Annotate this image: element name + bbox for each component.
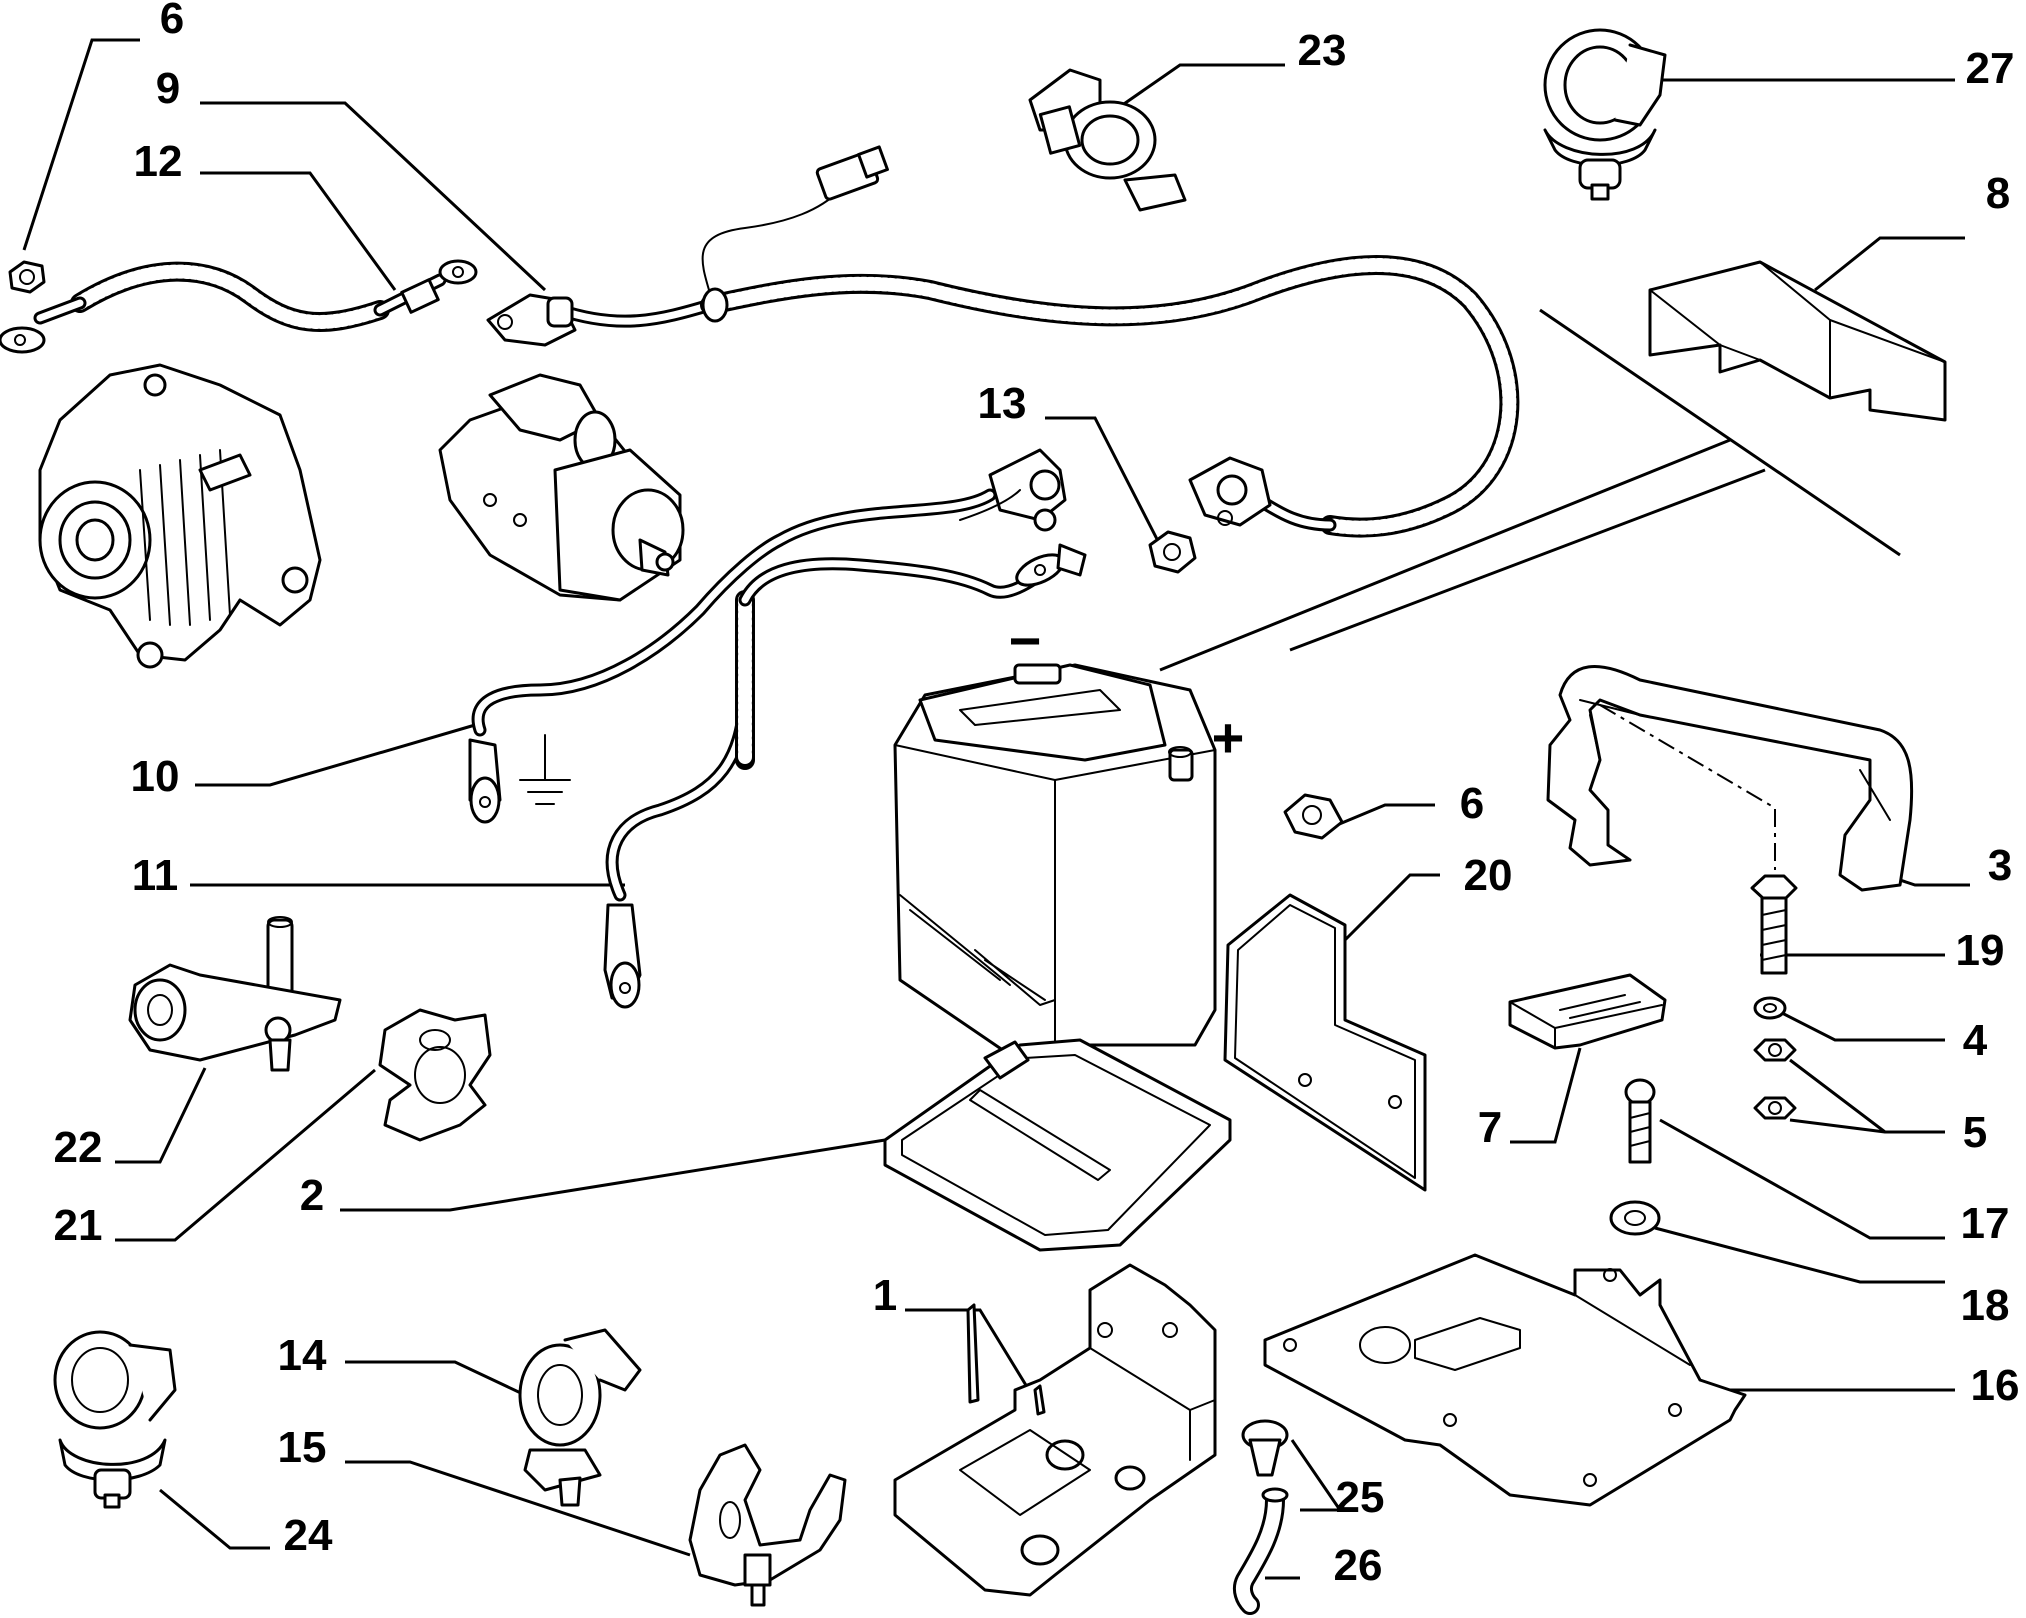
cable-clip-27 (1543, 28, 1667, 201)
leader-25 (1290, 1439, 1343, 1512)
assembly-line-b (1159, 438, 1731, 672)
callout-19: 19 (1956, 926, 2005, 975)
callout-17: 17 (1961, 1199, 2010, 1248)
leader-14 (345, 1360, 526, 1397)
cable-clip-14 (518, 1328, 642, 1507)
leader-1 (905, 1308, 1037, 1401)
cable-clip-23 (1028, 68, 1187, 212)
leader-24 (159, 1488, 270, 1550)
callout-13: 13 (978, 379, 1027, 428)
cable-clip-15 (688, 1443, 847, 1607)
leader-7 (1510, 1047, 1582, 1144)
nut-top (8, 260, 46, 294)
leader-2 (340, 1138, 886, 1212)
leader-6-top (22, 38, 140, 251)
insulation-sheet (1223, 893, 1427, 1192)
leader-5 (1789, 1058, 1945, 1134)
grommet-18 (1609, 1200, 1661, 1236)
ground-cable (468, 448, 1067, 824)
alternator (38, 363, 322, 669)
nut-mid (1283, 793, 1344, 840)
short-ground-cable (0, 259, 478, 354)
support-base-plate (1263, 1253, 1747, 1507)
callout-24: 24 (284, 1511, 333, 1560)
leader-15 (345, 1460, 691, 1557)
callout-14: 14 (278, 1331, 327, 1380)
callout-6-top: 6 (160, 0, 184, 43)
assembly-line-c (1289, 468, 1766, 652)
hold-down-clamp (1546, 665, 1914, 892)
leader-13 (1045, 416, 1162, 546)
battery-terminal-cover (1648, 260, 1947, 422)
leader-22 (115, 1067, 207, 1164)
positive-cable (603, 543, 1087, 1009)
callout-20: 20 (1464, 851, 1513, 900)
leader-9 (200, 101, 547, 292)
callout-23: 23 (1298, 26, 1347, 75)
leader-6-mid (1324, 803, 1435, 832)
callout-2: 2 (300, 1171, 324, 1220)
callout-25: 25 (1336, 1473, 1385, 1522)
callout-8: 8 (1986, 169, 2010, 218)
callout-4: 4 (1963, 1016, 1988, 1065)
assembly-line-a (1539, 308, 1901, 557)
leader-8 (1814, 236, 1965, 292)
battery (893, 663, 1217, 1057)
ground-symbol (519, 734, 571, 805)
leader-lines (22, 38, 1970, 1580)
callout-9: 9 (156, 64, 180, 113)
battery-support-bracket (893, 1263, 1217, 1597)
battery-negative-sign: − (1009, 609, 1042, 672)
starter-motor (438, 373, 685, 602)
drain-grommet (1241, 1419, 1289, 1477)
leader-18 (1654, 1226, 1945, 1284)
callout-12: 12 (134, 137, 183, 186)
cable-clip-21 (378, 1008, 492, 1142)
callout-6-mid: 6 (1460, 779, 1484, 828)
leader-20 (1343, 873, 1440, 942)
leader-17 (1659, 1118, 1945, 1240)
callout-22: 22 (54, 1123, 103, 1172)
leader-21 (115, 1068, 376, 1242)
callout-1: 1 (873, 1271, 897, 1320)
callout-26: 26 (1334, 1541, 1383, 1590)
hold-down-bolt (1750, 874, 1798, 975)
drain-hose (1232, 1487, 1289, 1615)
leader-23 (1107, 63, 1285, 117)
terminal-nut (1148, 530, 1197, 574)
wedge-block (1508, 973, 1667, 1050)
callout-5: 5 (1963, 1108, 1987, 1157)
battery-tray (883, 1038, 1232, 1252)
leader-12 (200, 171, 397, 291)
washer-4 (1753, 996, 1787, 1020)
cable-clip-24 (53, 1330, 177, 1509)
callout-11: 11 (132, 851, 179, 900)
callout-16: 16 (1971, 1361, 2020, 1410)
callout-7: 7 (1478, 1103, 1502, 1152)
battery-positive-sign: + (1212, 706, 1245, 769)
callout-18: 18 (1961, 1281, 2010, 1330)
leader-4 (1779, 1010, 1945, 1042)
callout-10: 10 (131, 752, 180, 801)
callout-labels: 6 9 12 23 27 8 13 10 6 20 3 11 19 4 5 7 … (54, 0, 2020, 1590)
callout-27: 27 (1966, 44, 2015, 93)
connector-bracket-22 (128, 916, 342, 1072)
main-wiring-harness (486, 145, 1520, 538)
callout-15: 15 (278, 1423, 327, 1472)
callout-21: 21 (54, 1201, 103, 1250)
screw-17 (1624, 1078, 1656, 1164)
nuts-5 (1753, 1038, 1797, 1120)
callout-3: 3 (1988, 841, 2012, 890)
leader-10 (195, 723, 476, 787)
